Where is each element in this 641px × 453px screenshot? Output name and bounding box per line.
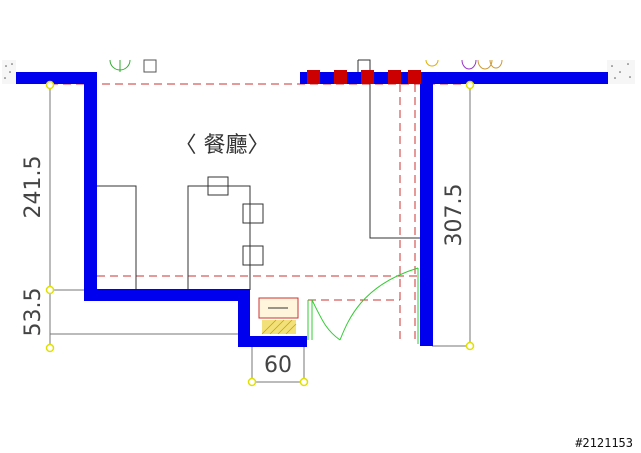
dimension-points [45, 80, 475, 387]
walls [16, 72, 608, 347]
red-blocks [307, 70, 421, 84]
dimension-left-lower: 53.5 [21, 288, 46, 337]
top-fixtures [109, 59, 503, 73]
extension-lines [49, 84, 471, 383]
dimension-bottom: 60 [264, 353, 292, 378]
dimension-right: 307.5 [442, 184, 467, 247]
doors [307, 267, 419, 344]
top-texture-right [607, 60, 635, 84]
watermark: #2121153 [575, 436, 633, 450]
niche-fixture [258, 297, 299, 335]
dimension-left-upper: 241.5 [21, 156, 46, 219]
dashed-guides [50, 83, 470, 344]
furniture [97, 59, 420, 290]
room-label: 〈 餐廳〉 [175, 133, 270, 158]
top-texture-left [2, 60, 16, 84]
